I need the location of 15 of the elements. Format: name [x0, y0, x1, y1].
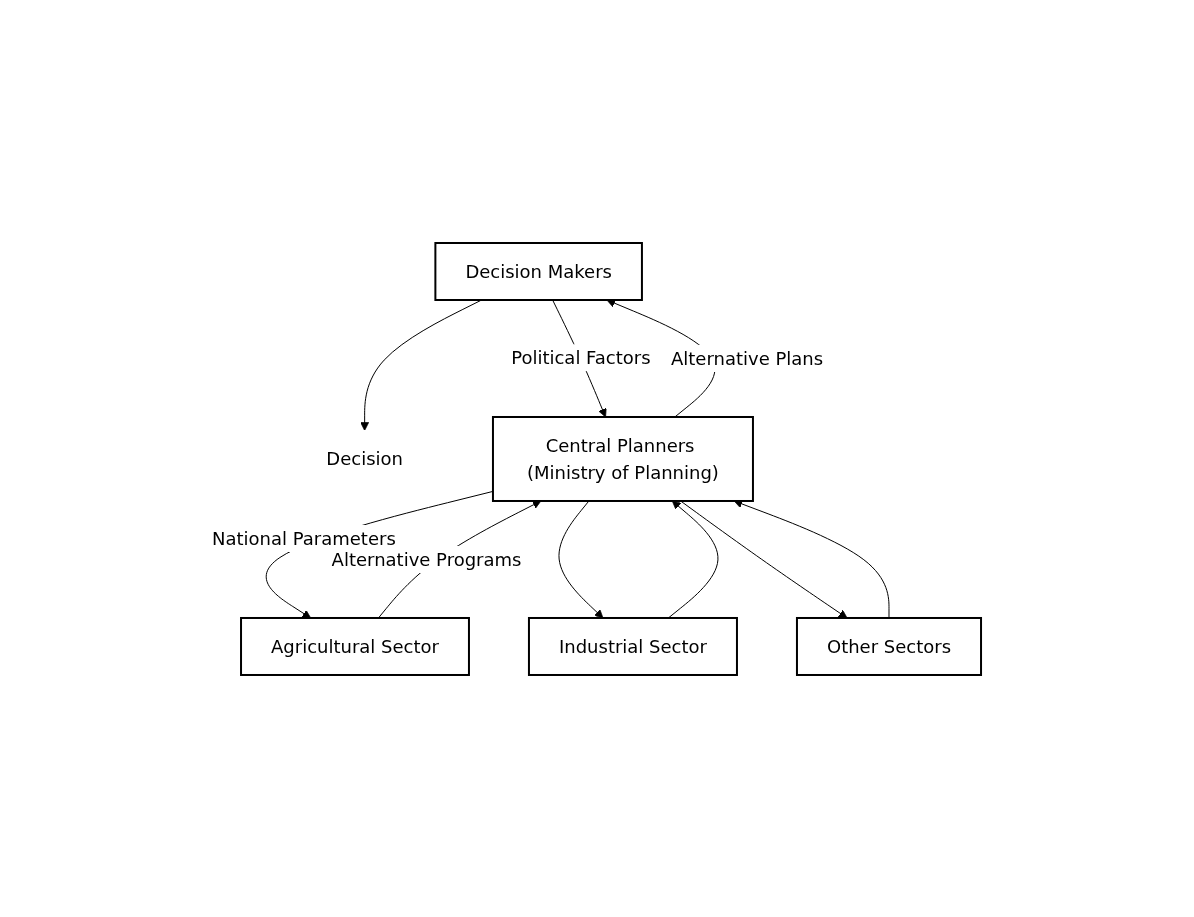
arrow	[360, 299, 483, 431]
node-box: Industrial Sector	[528, 616, 739, 676]
node-box: Decision Makers	[434, 241, 644, 301]
arrow	[668, 500, 719, 618]
arrow	[734, 499, 890, 618]
arrow	[558, 500, 604, 618]
arrow	[680, 500, 848, 618]
edge-label: National Parameters	[212, 527, 397, 549]
node-text: Decision	[326, 447, 404, 469]
edge-label: Alternative Programs	[332, 548, 522, 570]
edge-label: Alternative Plans	[671, 347, 824, 369]
edge-label: Political Factors	[511, 346, 652, 368]
node-box: Agricultural Sector	[240, 616, 471, 676]
node-box: Central Planners (Ministry of Planning)	[492, 415, 755, 502]
node-box: Other Sectors	[796, 616, 983, 676]
